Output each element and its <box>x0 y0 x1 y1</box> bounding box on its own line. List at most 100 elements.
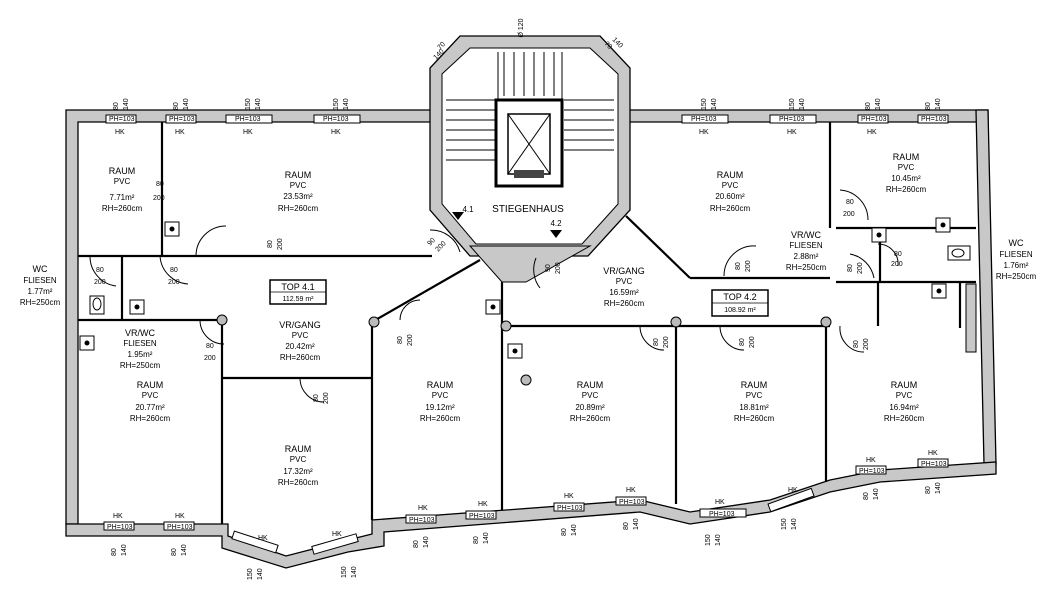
svg-text:140: 140 <box>351 566 358 578</box>
svg-text:PH=103: PH=103 <box>169 116 195 123</box>
svg-text:80: 80 <box>313 394 320 402</box>
svg-text:RAUM: RAUM <box>577 380 604 390</box>
svg-text:RH=260cm: RH=260cm <box>884 414 925 423</box>
window-labels-top: PH=103 PH=103 PH=103 PH=103 PH=103 PH=10… <box>109 36 947 136</box>
svg-text:FLIESEN: FLIESEN <box>789 241 823 250</box>
svg-text:HK: HK <box>478 501 488 508</box>
svg-text:WC: WC <box>1009 238 1024 248</box>
room-label: VR/GANG PVC 20.42m² RH=260cm <box>279 320 321 362</box>
svg-text:1.95m²: 1.95m² <box>128 350 153 359</box>
svg-text:PVC: PVC <box>142 391 159 400</box>
svg-text:140: 140 <box>791 518 798 530</box>
svg-text:200: 200 <box>857 262 864 274</box>
svg-text:HK: HK <box>331 129 341 136</box>
stair-label: STIEGENHAUS <box>492 204 564 215</box>
svg-text:200: 200 <box>749 336 756 348</box>
lift-door <box>514 170 544 178</box>
room-label: VR/GANG PVC 16.59m² RH=260cm <box>603 266 645 308</box>
svg-text:80: 80 <box>653 338 660 346</box>
svg-text:140: 140 <box>483 532 490 544</box>
svg-text:2.88m²: 2.88m² <box>794 252 819 261</box>
svg-text:150: 150 <box>341 566 348 578</box>
svg-text:17.32m²: 17.32m² <box>283 467 313 476</box>
svg-text:80: 80 <box>206 343 214 350</box>
svg-text:200: 200 <box>843 211 855 218</box>
svg-text:PVC: PVC <box>616 277 633 286</box>
svg-text:80: 80 <box>173 102 180 110</box>
unit-4-1: TOP 4.1 112.59 m² <box>269 279 327 305</box>
room-label: RAUM PVC 10.45m² RH=260cm <box>886 152 927 194</box>
svg-text:140: 140 <box>935 482 942 494</box>
svg-text:VR/WC: VR/WC <box>791 230 821 240</box>
svg-text:RAUM: RAUM <box>427 380 454 390</box>
room-label: RAUM PVC 17.32m² RH=260cm <box>278 444 319 487</box>
svg-text:80: 80 <box>623 522 630 530</box>
svg-text:23.53m²: 23.53m² <box>283 192 313 201</box>
svg-text:140: 140 <box>875 98 882 110</box>
svg-text:HK: HK <box>332 531 342 538</box>
svg-text:PVC: PVC <box>896 391 913 400</box>
svg-text:90: 90 <box>426 237 437 248</box>
svg-text:RAUM: RAUM <box>717 170 744 180</box>
svg-text:RH=260cm: RH=260cm <box>886 185 927 194</box>
svg-text:PVC: PVC <box>292 331 309 340</box>
svg-text:VR/GANG: VR/GANG <box>603 266 645 276</box>
svg-text:PH=103: PH=103 <box>109 116 135 123</box>
svg-text:80: 80 <box>170 267 178 274</box>
svg-text:150: 150 <box>781 518 788 530</box>
svg-text:HK: HK <box>113 513 123 520</box>
doors <box>89 189 899 403</box>
window-labels-bottom: PH=103 PH=103 PH=103 PH=103 PH=103 PH=10… <box>107 450 947 580</box>
columns <box>216 314 832 386</box>
svg-text:PH=103: PH=103 <box>921 461 947 468</box>
svg-text:80: 80 <box>473 536 480 544</box>
svg-text:PH=103: PH=103 <box>709 511 735 518</box>
svg-text:RH=260cm: RH=260cm <box>570 414 611 423</box>
svg-text:RH=250cm: RH=250cm <box>120 361 161 370</box>
svg-text:200: 200 <box>863 338 870 350</box>
svg-text:200: 200 <box>891 261 903 268</box>
svg-text:RH=260cm: RH=260cm <box>280 353 321 362</box>
unit-4-2: TOP 4.2 108.92 m² <box>711 289 769 317</box>
svg-text:140: 140 <box>257 568 264 580</box>
svg-text:HK: HK <box>699 129 709 136</box>
svg-text:HK: HK <box>626 487 636 494</box>
svg-text:RH=250cm: RH=250cm <box>20 298 61 307</box>
svg-text:80: 80 <box>853 340 860 348</box>
svg-text:HK: HK <box>715 499 725 506</box>
svg-text:HK: HK <box>175 513 185 520</box>
interior-walls <box>78 122 976 524</box>
room-label: RAUM PVC 16.94m² RH=260cm <box>884 380 925 423</box>
landing-mark-a: 4.1 <box>462 205 474 214</box>
svg-text:WC: WC <box>33 264 48 274</box>
stair-core: STIEGENHAUS 4.1 4.2 Ø 120 <box>429 18 631 283</box>
svg-text:1.77m²: 1.77m² <box>28 287 53 296</box>
svg-text:PVC: PVC <box>114 177 131 186</box>
svg-text:HK: HK <box>564 493 574 500</box>
svg-text:RH=260cm: RH=260cm <box>102 204 143 213</box>
svg-text:140: 140 <box>183 98 190 110</box>
svg-text:VR/WC: VR/WC <box>125 328 155 338</box>
svg-text:RH=260cm: RH=260cm <box>604 299 645 308</box>
svg-text:80: 80 <box>846 199 854 206</box>
wall-bottom-facade <box>65 461 997 569</box>
svg-text:RAUM: RAUM <box>285 444 312 454</box>
svg-text:150: 150 <box>245 98 252 110</box>
svg-text:140: 140 <box>123 98 130 110</box>
svg-text:80: 80 <box>96 267 104 274</box>
room-label: WC FLIESEN 1.76m² RH=250cm <box>996 238 1037 281</box>
svg-text:80: 80 <box>735 262 742 270</box>
svg-text:PH=103: PH=103 <box>469 513 495 520</box>
room-label: RAUM PVC 19.12m² RH=260cm <box>420 380 461 423</box>
svg-text:80: 80 <box>863 492 870 500</box>
svg-text:HK: HK <box>788 487 798 494</box>
svg-text:FLIESEN: FLIESEN <box>999 250 1033 259</box>
svg-text:140: 140 <box>715 534 722 546</box>
windows-top <box>105 114 949 124</box>
svg-text:PH=103: PH=103 <box>859 468 885 475</box>
room-label: RAUM PVC 18.81m² RH=260cm <box>734 380 775 423</box>
svg-text:80: 80 <box>894 251 902 258</box>
svg-text:PH=103: PH=103 <box>235 116 261 123</box>
svg-text:70: 70 <box>436 41 447 52</box>
room-label: RAUM PVC 23.53m² RH=260cm <box>278 170 319 213</box>
